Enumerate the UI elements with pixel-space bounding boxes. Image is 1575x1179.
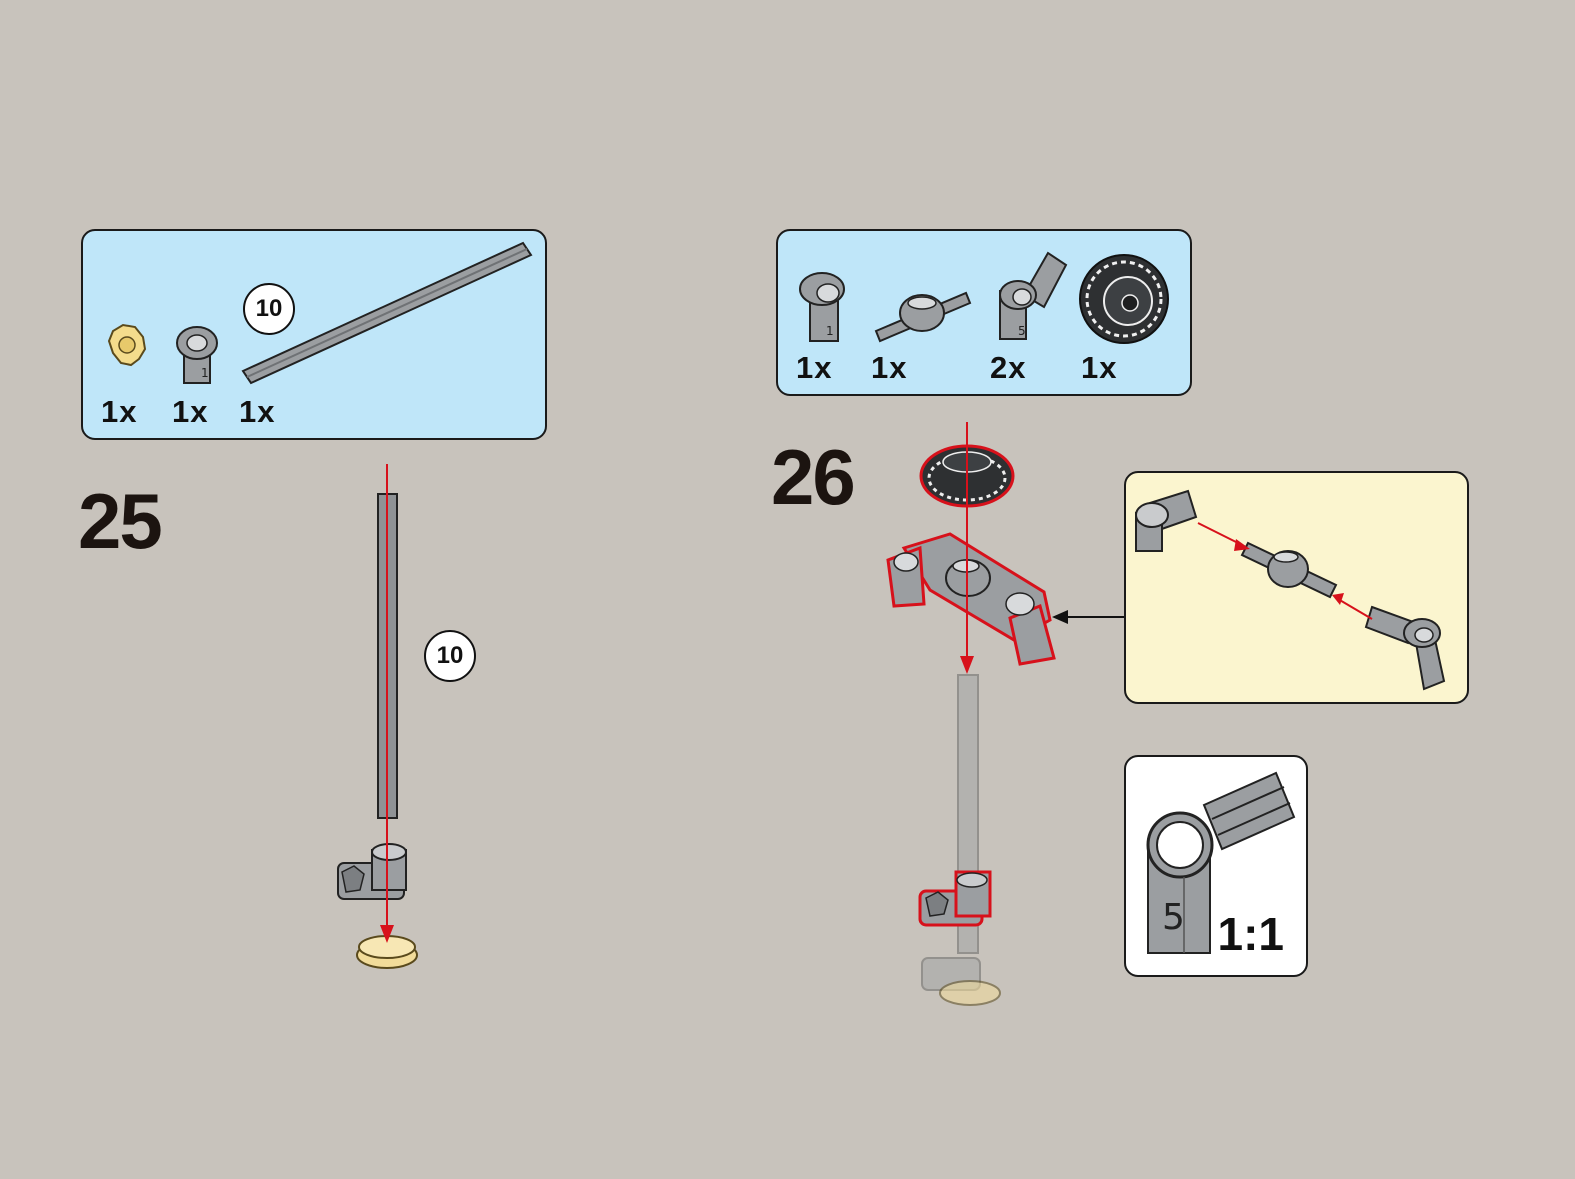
step-25-parts-art: 1 <box>107 241 533 385</box>
svg-text:5: 5 <box>1018 324 1026 338</box>
part-qty: 1x <box>172 394 209 429</box>
step-number: 26 <box>771 433 856 521</box>
angle-connector-5-icon <box>1146 771 1296 954</box>
svg-text:1: 1 <box>826 324 834 338</box>
part-number-label: 5 <box>1162 897 1185 938</box>
part-qty: 1x <box>101 394 138 429</box>
step-26-parts-art: 1 5 <box>799 251 1169 344</box>
ball-joint-connector <box>1240 541 1338 599</box>
ball-joint-connector-icon <box>874 291 972 343</box>
bevel-gear-icon <box>107 323 147 367</box>
part-qty: 1x <box>871 350 908 385</box>
scale-reference-box: 5 1:1 <box>1124 755 1308 977</box>
bevel-gear <box>356 935 418 969</box>
scale-part-art <box>1146 771 1296 954</box>
gear-24-tooth-icon <box>1079 254 1169 344</box>
part-qty: 1x <box>796 350 833 385</box>
axle-icon <box>241 241 533 385</box>
axle-length-badge: 10 <box>424 630 476 682</box>
scale-label: 1:1 <box>1217 908 1284 960</box>
svg-text:1: 1 <box>201 366 209 380</box>
axle-connector-icon: 1 <box>176 326 218 384</box>
part-qty: 2x <box>990 350 1027 385</box>
part-qty: 1x <box>239 394 276 429</box>
connector-arm-subassembly <box>886 532 1056 666</box>
angle-connector <box>918 870 992 927</box>
callout-pointer-arrow <box>1052 610 1124 624</box>
faded-bevel-gear <box>939 980 1001 1006</box>
insert-arrow <box>380 464 394 943</box>
step-number: 25 <box>78 477 163 565</box>
angle-connector-5-icon: 5 <box>999 251 1068 340</box>
axle-length-badge: 10 <box>243 283 295 335</box>
subassembly-art <box>1135 489 1446 691</box>
step-25-parts-list: 1 10 1x 1x 1x <box>81 229 547 440</box>
angle-connector-1-icon: 1 <box>799 272 845 342</box>
subassembly-callout <box>1124 471 1469 704</box>
insert-arrow <box>960 422 974 674</box>
step-26-parts-list: 1 5 1x 1x 2x 1x <box>776 229 1192 396</box>
insert-arrow <box>1197 522 1373 620</box>
angle-connector <box>1135 489 1198 552</box>
part-qty: 1x <box>1081 350 1118 385</box>
angle-connector <box>1364 605 1446 691</box>
